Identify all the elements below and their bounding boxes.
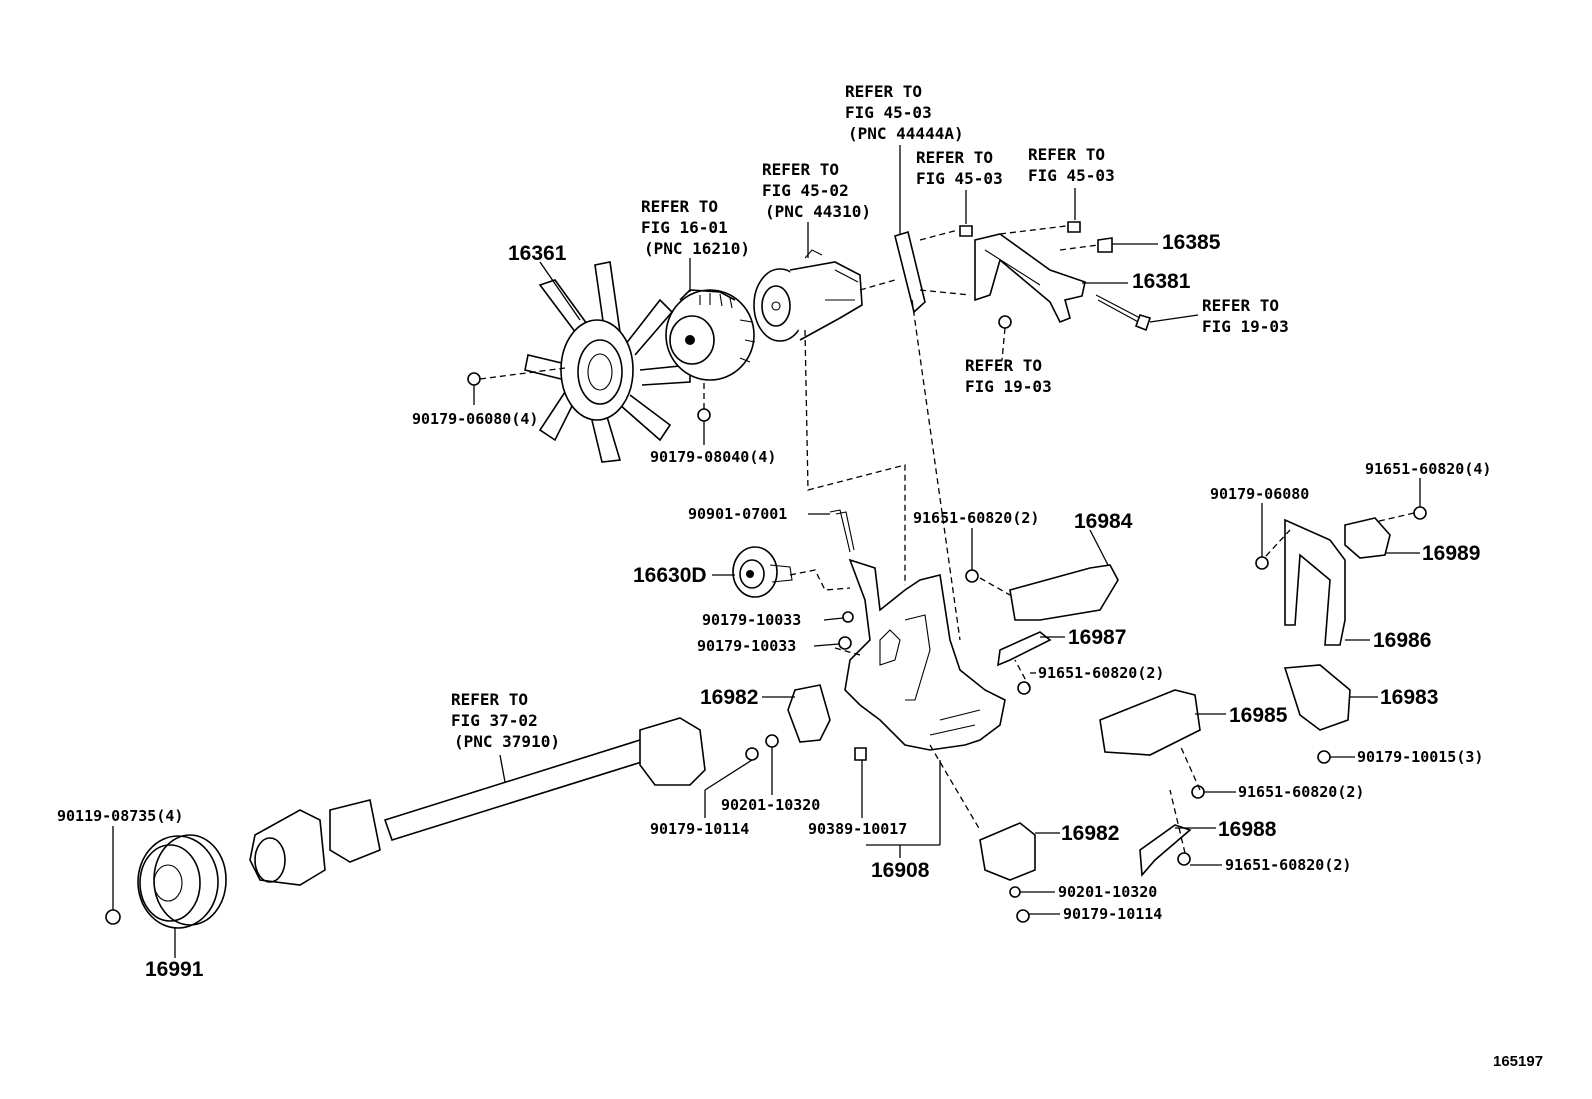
part-label-16986: 16986	[1373, 629, 1431, 652]
bracket-16985	[1099, 689, 1201, 756]
refer-label-6-line1: REFER TO	[1202, 296, 1279, 315]
refer-label-8-line3: (PNC 37910)	[454, 732, 560, 751]
fan-16361	[524, 261, 691, 463]
part-label-90179-06080: 90179-06080	[1210, 485, 1309, 503]
refer-label-3-line3: (PNC 16210)	[644, 239, 750, 258]
refer-label-3-line2: FIG 16-01	[641, 218, 728, 237]
part-label-90179-10114-a: 90179-10114	[650, 820, 749, 838]
part-label-16985: 16985	[1229, 704, 1288, 727]
refer-label-7-line2: FIG 19-03	[965, 377, 1052, 396]
refer-label-1-line3: (PNC 44444A)	[848, 124, 964, 143]
part-label-90179-08040-4: 90179-08040(4)	[650, 448, 776, 466]
part-label-16982-a: 16982	[700, 686, 758, 709]
propeller-shaft	[249, 717, 706, 886]
part-label-16991: 16991	[145, 958, 204, 981]
part-label-90901-07001: 90901-07001	[688, 505, 787, 523]
fan-clutch	[665, 289, 756, 381]
part-label-16982-b: 16982	[1061, 822, 1119, 845]
part-label-90179-10033-a: 90179-10033	[702, 611, 801, 629]
part-label-91651-60820-2-c: 91651-60820(2)	[1238, 783, 1364, 801]
bracket-16988	[1139, 824, 1192, 877]
part-label-90119-08735-4: 90119-08735(4)	[57, 807, 183, 825]
figure-id: 165197	[1493, 1053, 1543, 1070]
refer-label-1-line2: FIG 45-03	[845, 103, 932, 122]
refer-label-8-line2: FIG 37-02	[451, 711, 538, 730]
part-label-16984: 16984	[1074, 510, 1133, 533]
refer-label-3-line1: REFER TO	[641, 197, 718, 216]
part-label-90201-10320-a: 90201-10320	[721, 796, 820, 814]
refer-label-2-line3: (PNC 44310)	[765, 202, 871, 221]
part-label-16908: 16908	[871, 859, 930, 882]
part-label-91651-60820-4: 91651-60820(4)	[1365, 460, 1491, 478]
bracket-16989	[1284, 517, 1391, 646]
part-label-91651-60820-2-a: 91651-60820(2)	[913, 509, 1039, 527]
part-label-91651-60820-2-b: 91651-60820(2)	[1038, 664, 1164, 682]
pulley-16991	[137, 834, 227, 929]
part-label-16987: 16987	[1068, 626, 1126, 649]
part-label-91651-60820-2-d: 91651-60820(2)	[1225, 856, 1351, 874]
part-label-90389-10017: 90389-10017	[808, 820, 907, 838]
refer-label-7-line1: REFER TO	[965, 356, 1042, 375]
part-label-90179-10033-b: 90179-10033	[697, 637, 796, 655]
refer-label-8-line1: REFER TO	[451, 690, 528, 709]
refer-label-4-line1: REFER TO	[916, 148, 993, 167]
part-label-16983: 16983	[1380, 686, 1438, 709]
shield-16984	[1009, 564, 1119, 621]
refer-label-6-line2: FIG 19-03	[1202, 317, 1289, 336]
part-label-90179-10114-b: 90179-10114	[1063, 905, 1162, 923]
refer-label-5-line1: REFER TO	[1028, 145, 1105, 164]
part-label-16361: 16361	[508, 242, 567, 265]
refer-label-2-line2: FIG 45-02	[762, 181, 849, 200]
part-label-16385: 16385	[1162, 231, 1221, 254]
bracket-16381	[894, 230, 1086, 324]
part-label-90179-06080-4: 90179-06080(4)	[412, 410, 538, 428]
part-label-16989: 16989	[1422, 542, 1480, 565]
idler-16630D	[732, 546, 793, 598]
bracket-16987	[997, 631, 1052, 667]
mount-16982-lower	[979, 822, 1036, 881]
part-label-16988: 16988	[1218, 818, 1277, 841]
bolts-top	[959, 221, 1152, 332]
bracket-16908	[844, 558, 1006, 751]
part-label-16381: 16381	[1132, 270, 1191, 293]
part-label-90201-10320-b: 90201-10320	[1058, 883, 1157, 901]
mount-16983	[1283, 664, 1351, 731]
refer-label-4-line2: FIG 45-03	[916, 169, 1003, 188]
part-label-16630D: 16630D	[633, 564, 707, 587]
part-label-90179-10015-3: 90179-10015(3)	[1357, 748, 1483, 766]
refer-label-5-line2: FIG 45-03	[1028, 166, 1115, 185]
refer-label-1-line1: REFER TO	[845, 82, 922, 101]
mount-16982-upper	[787, 684, 831, 743]
pump-pulley	[753, 249, 863, 342]
dashed-connectors	[479, 225, 1415, 854]
leader-lines	[112, 145, 1421, 958]
refer-label-2-line1: REFER TO	[762, 160, 839, 179]
